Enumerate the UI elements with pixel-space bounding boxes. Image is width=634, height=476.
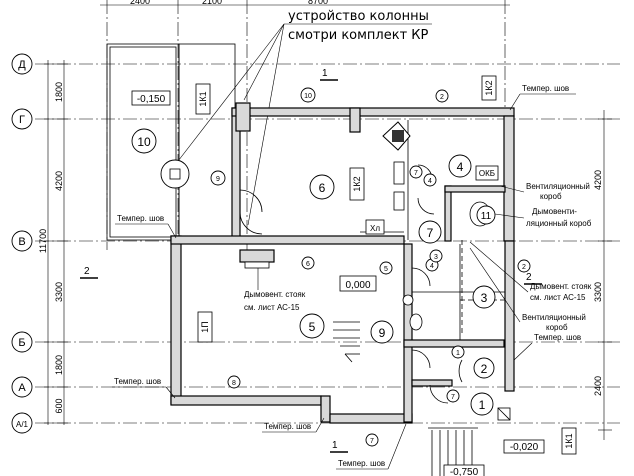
top-dimension-chain: 2400 2100 8700: [100, 0, 510, 6]
tag-label: Хл: [370, 224, 380, 233]
mark-number: 7: [451, 394, 455, 401]
mark-number: 7: [414, 170, 418, 177]
column-note: устройство колонны смотри комплект КР: [174, 9, 432, 226]
callout-label: Темпер. шов: [522, 84, 569, 93]
tag-label: ОКБ: [479, 169, 495, 178]
door-swings: [239, 164, 463, 404]
mark-number: 5: [384, 266, 388, 273]
callout-label: Темпер. шов: [264, 422, 311, 431]
callout-label: Темпер. шов: [338, 459, 385, 468]
mark-number: 4: [430, 263, 434, 270]
terrace: -0,150 1К1 10 9 10: [106, 43, 316, 241]
axis-letter: А/1: [16, 420, 29, 429]
axis-letter: Г: [19, 114, 25, 126]
axis-letter: А: [18, 382, 26, 394]
room-number: 2: [481, 362, 488, 376]
dim-label: 8700: [308, 0, 328, 6]
callout-label: Вентиляционный: [526, 182, 590, 191]
dim-label: 1800: [54, 355, 64, 375]
level-mark: -0,150: [137, 94, 166, 105]
room-number: 3: [481, 291, 488, 305]
section-number: 1: [322, 68, 328, 79]
callout-label: Дымовенти-: [532, 207, 577, 216]
level-mark: 0,000: [345, 280, 370, 291]
callout-label: Дымовент. стояк: [530, 282, 592, 291]
mark-number: 7: [370, 438, 374, 445]
room-number: 7: [427, 226, 434, 240]
mark-number: 2: [440, 94, 444, 101]
room-number: 1: [479, 398, 486, 412]
dim-label: 2400: [130, 0, 150, 6]
callout-label: Вентиляционный: [522, 313, 586, 322]
mark-number: 3: [434, 254, 438, 261]
note-line: смотри комплект КР: [288, 28, 429, 43]
callout-label: см. лист АС-15: [530, 293, 586, 302]
small-marks: 2 6 4 4 3 5 2 8 1 7 7 7: [227, 89, 531, 447]
callout-label: ляционный короб: [526, 219, 592, 228]
mark-number: 8: [232, 380, 236, 387]
dim-label: 4200: [593, 170, 603, 190]
mark-number: 1: [456, 350, 460, 357]
tag-label: 1К1: [564, 433, 574, 448]
callout-label: Темпер. шов: [534, 333, 581, 342]
callout-label: Дымовент. стояк: [244, 290, 306, 299]
room-number: 10: [137, 135, 151, 149]
callout-label: см. лист АС-15: [244, 303, 300, 312]
callout-label: короб: [540, 192, 562, 201]
tag-label: 1К2: [484, 80, 494, 95]
dim-label: 3300: [593, 282, 603, 302]
tag-label: 1К1: [198, 91, 208, 106]
tag-label: 1П: [200, 321, 210, 332]
level-mark: -0,020: [510, 442, 539, 453]
section-number: 2: [84, 266, 90, 277]
dim-label: 600: [54, 398, 64, 413]
walls: [170, 107, 515, 424]
fixtures: Хл ОКБ: [235, 102, 499, 331]
mark-number: 9: [216, 176, 220, 183]
axis-letter: В: [18, 236, 25, 248]
mark-number: 10: [304, 93, 312, 100]
section-number: 2: [526, 272, 532, 283]
dim-label: 2400: [593, 376, 603, 396]
level-mark: -0,750: [450, 467, 479, 476]
axis-bubbles: Д Г В Б А А/1: [11, 53, 33, 434]
callout-label: короб: [546, 323, 568, 332]
callout-label: Темпер. шов: [117, 214, 164, 223]
dim-label: 11700: [38, 229, 48, 253]
tag-label: 1К2: [352, 176, 362, 191]
dim-label: 3300: [54, 282, 64, 302]
mark-number: 2: [522, 264, 526, 271]
right-dimension-chain: 4200 3300 2400: [593, 110, 612, 440]
room-number: 9: [379, 326, 386, 340]
mark-number: 6: [306, 261, 310, 268]
dim-label: 2100: [202, 0, 222, 6]
room-number: 6: [319, 181, 326, 195]
callout-label: Темпер. шов: [114, 377, 161, 386]
axis-letter: Д: [18, 59, 26, 71]
room-number: 4: [457, 160, 464, 174]
axis-letter: Б: [18, 337, 25, 349]
mark-number: 4: [428, 178, 432, 185]
section-marks: 1 1 2 2: [80, 68, 542, 453]
callouts: Темпер. шов Темпер. шов Вентиляционный к…: [112, 84, 592, 470]
dim-label: 1800: [54, 82, 64, 102]
section-number: 1: [332, 440, 338, 451]
room-number: 5: [309, 320, 316, 334]
dim-label: 4200: [54, 171, 64, 191]
note-line: устройство колонны: [288, 9, 429, 24]
left-dimension-chain: 1800 4200 11700 3300 1800 600: [38, 60, 68, 425]
room-numbers: 6 1К2 4 7 3 5 9 2 1 11 1П 0,000: [197, 154, 496, 416]
room-number: 11: [481, 211, 492, 222]
